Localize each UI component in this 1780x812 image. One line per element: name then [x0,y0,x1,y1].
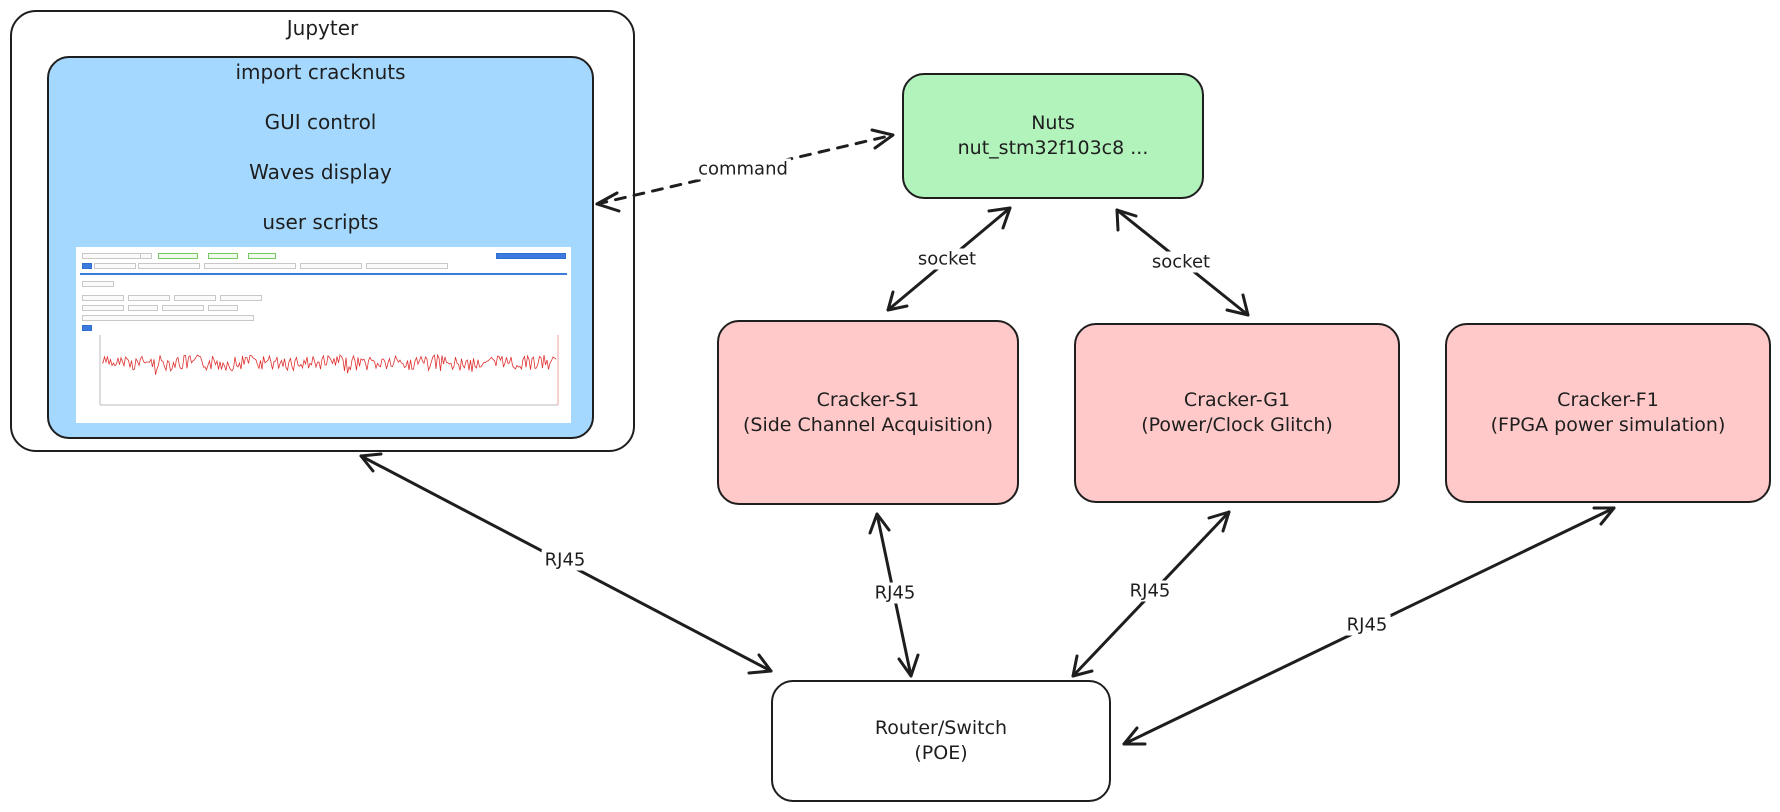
cracker-f1-desc: (FPGA power simulation) [1490,414,1726,436]
cracker-f1-name: Cracker-F1 [1557,389,1659,411]
socket-arrow-s1-head-top [987,206,1012,230]
rj45-arrow-f1-head-top [1592,506,1616,526]
rj45-arrow-s1-head-bottom [897,653,920,678]
router-switch-node: Router/Switch (POE) [771,680,1111,802]
rj45-arrow-g1-head-bottom [1071,654,1094,678]
jupyter-title: Jupyter [286,16,359,40]
cracker-f1-node: Cracker-F1 (FPGA power simulation) [1445,323,1771,503]
cracker-s1-node: Cracker-S1 (Side Channel Acquisition) [717,320,1019,505]
cracker-g1-desc: (Power/Clock Glitch) [1141,414,1333,436]
router-subtitle: (POE) [914,742,968,764]
command-edge-label: command [695,158,791,180]
cracker-s1-desc: (Side Channel Acquisition) [742,413,994,436]
wave-plot-icon [99,335,559,406]
rj45-edge-label-jupyter: RJ45 [541,549,589,571]
nuts-title: Nuts [1031,112,1075,134]
nuts-subtitle: nut_stm32f103c8 ... [957,137,1149,159]
rj45-arrow-jupyter-head-bottom [747,653,773,675]
gui-screenshot-thumbnail [76,247,571,423]
socket-edge-label-s1: socket [914,248,980,270]
jupyter-item-gui-control: GUI control [264,110,377,134]
cracker-g1-name: Cracker-G1 [1183,389,1291,411]
rj45-edge-label-g1: RJ45 [1126,580,1174,602]
rj45-arrow-g1-head-top [1207,510,1231,533]
command-arrow-head-nuts [870,128,895,150]
jupyter-container: Jupyter [10,10,635,452]
rj45-arrow-f1-head-bottom [1122,726,1147,746]
cracker-s1-name: Cracker-S1 [816,388,920,411]
cracker-g1-node: Cracker-G1 (Power/Clock Glitch) [1074,323,1400,503]
rj45-edge-label-f1: RJ45 [1343,614,1391,636]
jupyter-item-user-scripts: user scripts [262,210,379,234]
command-arrow-head-jupyter [595,191,621,213]
socket-arrow-g1-head-bottom [1225,293,1250,317]
jupyter-item-import: import cracknuts [235,60,406,84]
rj45-arrow-s1-head-top [868,512,891,535]
router-title: Router/Switch [874,717,1008,739]
jupyter-item-waves-display: Waves display [249,160,392,184]
rj45-arrow-jupyter-head-top [359,452,383,473]
socket-arrow-s1-head-bottom [886,290,909,312]
socket-arrow-g1-head-top [1115,208,1138,232]
nuts-node: Nuts nut_stm32f103c8 ... [902,73,1204,199]
rj45-edge-label-s1: RJ45 [871,582,919,604]
socket-edge-label-g1: socket [1148,251,1214,273]
